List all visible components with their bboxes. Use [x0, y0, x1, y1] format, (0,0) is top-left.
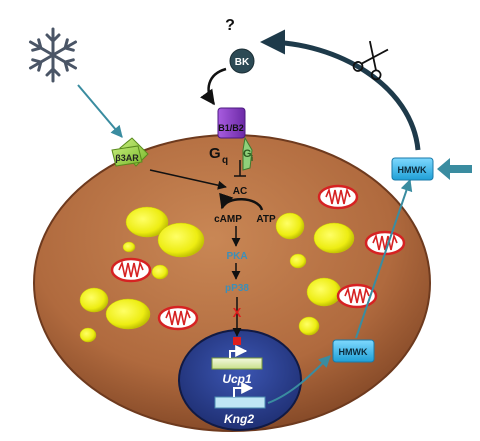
lipid-droplet	[105, 298, 151, 330]
hmwk-outside-box: HMWK	[391, 157, 434, 181]
pka-label: PKA	[226, 251, 247, 262]
kng2-label: Kng2	[224, 412, 254, 426]
lipid-droplet	[122, 241, 136, 253]
b1b2-receptor: B1/B2	[217, 107, 253, 171]
scissors-icon	[352, 40, 389, 81]
lipid-droplet	[275, 212, 305, 240]
hmwk-to-bk-arrow	[260, 29, 421, 151]
bk-to-receptor-arrow	[200, 67, 227, 106]
svg-text:G: G	[209, 145, 221, 162]
lipid-droplet	[289, 253, 307, 269]
pp38-label: pP38	[225, 283, 249, 294]
ucp1-label: Ucp1	[222, 372, 252, 386]
kng2-to-hmwk-arrow	[267, 355, 331, 404]
hmwk-secretion-arrow	[355, 178, 413, 339]
lipid-droplet	[157, 222, 205, 258]
b3ar-label: β3AR	[115, 153, 139, 163]
mitochondrion	[336, 283, 378, 309]
bk-circle: BK	[229, 48, 255, 74]
transcription-factor-marker	[233, 337, 241, 345]
lipid-droplet	[313, 222, 355, 254]
svg-text:G: G	[243, 148, 252, 160]
b3ar-to-ac-arrow	[149, 169, 227, 190]
ac-label: AC	[233, 186, 247, 197]
hmwk-input-arrow	[437, 158, 472, 180]
mitochondria	[110, 184, 406, 331]
receptor-label: B1/B2	[218, 123, 244, 133]
bk-label: BK	[235, 57, 250, 68]
lipid-droplet	[306, 277, 342, 307]
lipid-droplet	[79, 287, 109, 313]
gi-label: G i	[243, 148, 253, 163]
gene-kng2: Kng2	[214, 382, 266, 426]
gi-inhibits-ac	[234, 160, 246, 177]
atp-label: ATP	[256, 214, 276, 225]
lipid-droplet	[79, 327, 97, 343]
b3ar-receptor: β3AR	[111, 137, 149, 167]
hmwk-outside-label: HMWK	[398, 165, 427, 175]
lipid-droplet	[151, 264, 169, 280]
gq-label: G q	[209, 145, 228, 166]
pathway-block-marker: X	[233, 305, 242, 320]
cold-to-b3ar-arrow	[77, 84, 123, 138]
hmwk-inside-box: HMWK	[332, 339, 375, 363]
mitochondrion	[157, 305, 199, 331]
atp-to-camp-arrow	[219, 192, 264, 211]
lipid-droplet	[125, 206, 169, 238]
svg-text:i: i	[251, 154, 253, 163]
hmwk-inside-label: HMWK	[339, 347, 368, 357]
snowflake-icon	[28, 27, 78, 83]
lipid-droplet	[298, 316, 320, 336]
camp-label: cAMP	[214, 214, 242, 225]
lipid-droplets	[79, 206, 355, 343]
unknown-mechanism-mark: ?	[225, 17, 235, 34]
mitochondrion	[317, 184, 359, 210]
svg-text:q: q	[222, 155, 228, 166]
mitochondrion	[110, 257, 152, 283]
